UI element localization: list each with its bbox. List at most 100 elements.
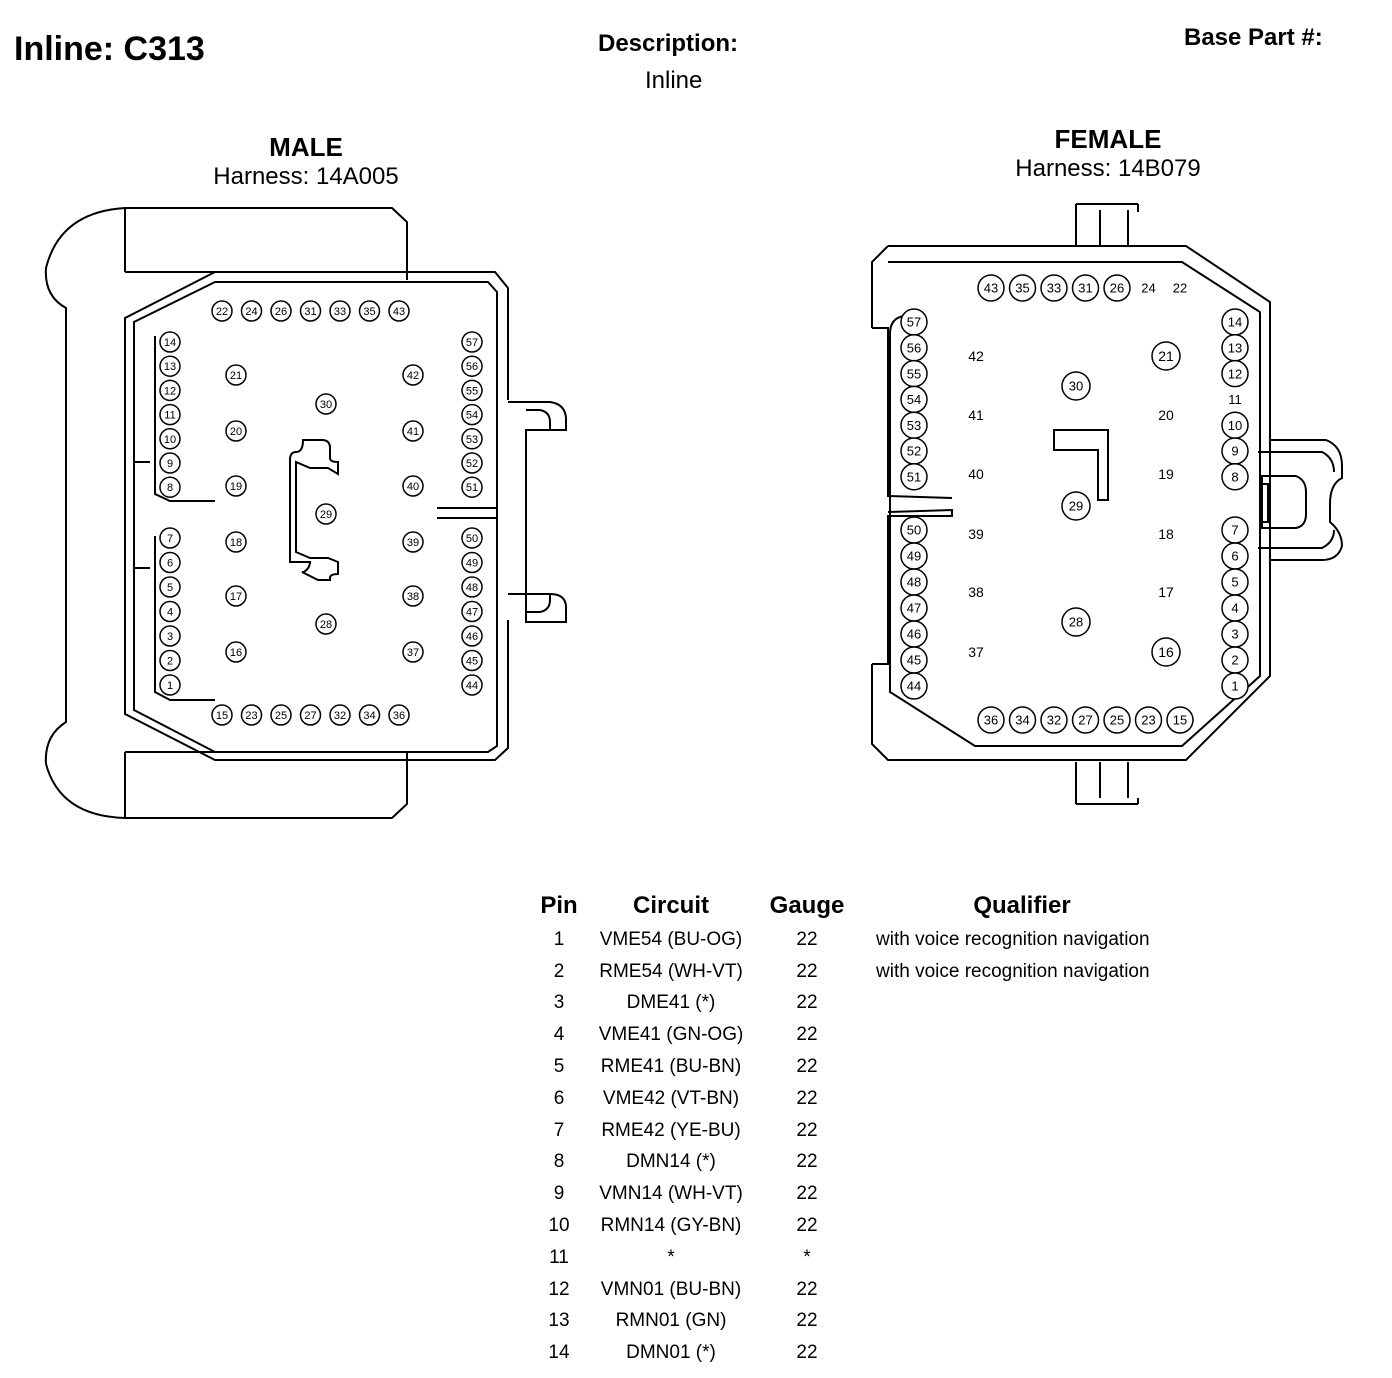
circuit-cell: DMN14 (*) <box>626 1151 716 1173</box>
pin-26: 26 <box>1110 281 1124 296</box>
pin-23-outline <box>240 704 263 726</box>
pin-21: 21 <box>230 370 242 382</box>
header-qualifier: Qualifier <box>973 892 1071 919</box>
pin-27: 27 <box>1078 713 1092 728</box>
pin-5-outline <box>159 576 181 598</box>
pin-20: 20 <box>230 426 242 438</box>
pin-57: 57 <box>466 337 478 349</box>
qualifier-cell <box>862 1178 1182 1210</box>
pin-14: 14 <box>164 337 176 349</box>
pin-cell: 1 <box>553 928 565 950</box>
pin-23: 23 <box>1141 713 1155 728</box>
pin-11-outline <box>159 403 181 426</box>
pin-42-outline <box>402 364 424 386</box>
pin-17: 17 <box>230 591 242 603</box>
pin-18: 18 <box>230 537 242 549</box>
pin-56: 56 <box>466 361 478 373</box>
pin-7: 7 <box>167 533 173 545</box>
pin-41: 41 <box>407 426 419 438</box>
qualifier-cell <box>862 1051 1182 1083</box>
pin-39: 39 <box>407 537 419 549</box>
pin-32: 32 <box>334 710 346 722</box>
pin-51: 51 <box>466 482 478 494</box>
pin-cell: 11 <box>549 1246 569 1268</box>
pin-50: 50 <box>907 523 921 538</box>
pin-38: 38 <box>968 584 984 600</box>
pin-37: 37 <box>968 644 984 660</box>
pin-cell: 12 <box>548 1278 570 1300</box>
pin-9: 9 <box>167 458 173 470</box>
pin-57-outline <box>461 331 483 353</box>
pin-11: 11 <box>1228 392 1242 407</box>
gauge-cell: 22 <box>796 1151 818 1173</box>
pin-21: 21 <box>1158 348 1174 364</box>
pin-2: 2 <box>167 655 173 667</box>
pin-33: 33 <box>1047 281 1061 296</box>
pin-13-outline <box>159 355 181 377</box>
pin-35-outline <box>1008 274 1037 302</box>
pin-18: 18 <box>1158 526 1174 542</box>
circuit-cell: RME42 (YE-BU) <box>601 1119 741 1141</box>
pin-43-outline <box>388 300 410 322</box>
pin-45: 45 <box>907 653 921 668</box>
qualifier-cell <box>862 1242 1182 1274</box>
qualifier-cell: with voice recognition navigation <box>876 960 1150 982</box>
pin-52-outline <box>461 452 483 474</box>
pin-cell: 2 <box>553 960 565 982</box>
description-value: Inline <box>645 67 703 94</box>
female-label: FEMALE <box>1054 124 1162 154</box>
gauge-cell: 22 <box>796 1024 818 1046</box>
pin-46: 46 <box>466 631 478 643</box>
pin-44: 44 <box>466 680 478 692</box>
qualifier-cell <box>862 1083 1182 1115</box>
pin-1-outline <box>1221 672 1249 700</box>
pin-39: 39 <box>968 526 984 542</box>
gauge-cell: 22 <box>796 1119 818 1141</box>
circuit-cell: VME42 (VT-BN) <box>602 1087 740 1109</box>
pin-33-outline <box>1040 274 1068 302</box>
pin-52: 52 <box>907 444 921 459</box>
pin-cell: 5 <box>553 1056 565 1078</box>
pin-15: 15 <box>216 710 228 722</box>
pin-cell: 8 <box>553 1151 565 1173</box>
circuit-cell: RMN01 (GN) <box>615 1310 727 1332</box>
gauge-cell: 22 <box>796 1310 818 1332</box>
pin-25-outline <box>270 704 292 726</box>
pin-39-outline <box>402 531 424 553</box>
pin-14: 14 <box>1228 315 1242 330</box>
pin-20-outline <box>225 420 247 442</box>
connector-title: Inline: C313 <box>14 30 205 68</box>
pin-49-outline <box>461 551 483 574</box>
pin-cell: 3 <box>553 992 565 1014</box>
pin-55: 55 <box>466 385 478 397</box>
pin-21-outline <box>1151 341 1181 371</box>
pin-cell: 9 <box>553 1183 565 1205</box>
pin-4-outline <box>159 600 181 623</box>
pin-41: 41 <box>968 407 984 423</box>
pin-cell: 10 <box>548 1215 570 1237</box>
pin-56-outline <box>461 355 483 377</box>
pin-57: 57 <box>907 315 921 330</box>
pin-13: 13 <box>1228 340 1242 355</box>
pin-56: 56 <box>907 340 921 355</box>
pin-11: 11 <box>164 410 175 422</box>
pin-35: 35 <box>363 306 375 318</box>
qualifier-cell <box>862 1337 1182 1369</box>
circuit-cell: RME41 (BU-BN) <box>600 1056 742 1078</box>
header-circuit: Circuit <box>632 892 709 919</box>
pin-13: 13 <box>164 361 176 373</box>
pin-15-outline <box>211 704 233 726</box>
circuit-cell: VME41 (GN-OG) <box>598 1024 744 1046</box>
pin-22: 22 <box>216 306 228 318</box>
pin-26-outline <box>270 300 292 322</box>
pin-33: 33 <box>334 306 346 318</box>
description-label: Description: <box>598 30 739 57</box>
